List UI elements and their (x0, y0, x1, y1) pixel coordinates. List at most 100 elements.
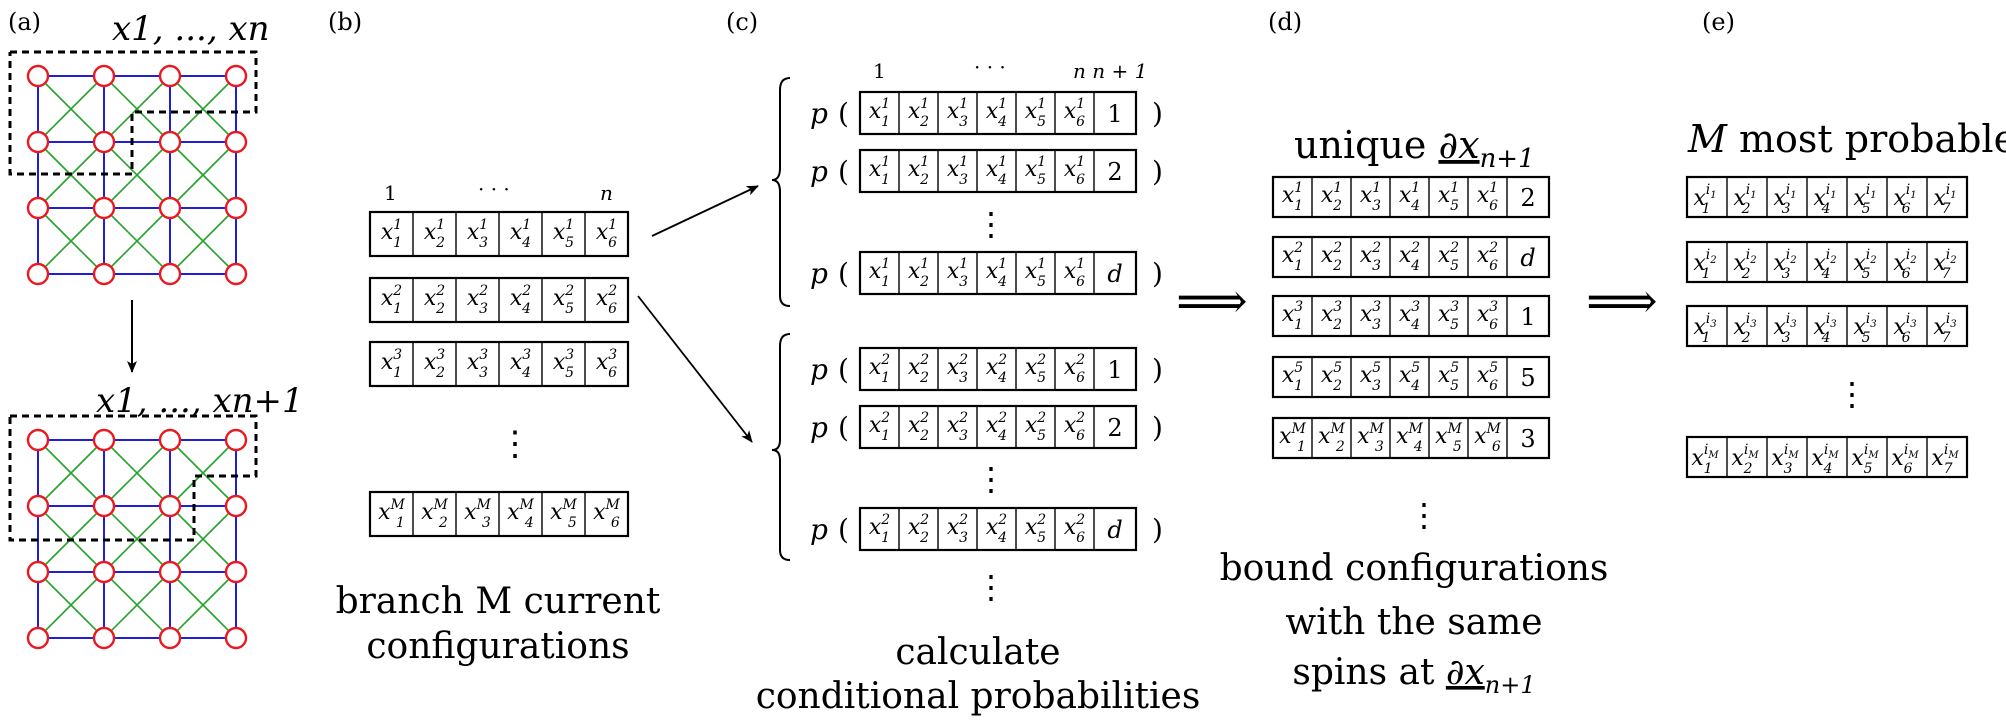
lattice-node (26, 64, 50, 88)
config-row-box (1271, 355, 1551, 399)
config-row-box (1685, 240, 1969, 284)
lattice-node (92, 64, 116, 88)
lattice-node (158, 494, 182, 518)
panel-c-vdots-1: ⋮ (975, 205, 1007, 243)
config-row-box (858, 506, 1138, 552)
prob-open-paren: ( (838, 411, 849, 444)
panel-d-title: unique ∂xn+1 (1294, 123, 1535, 174)
lattice-node (158, 428, 182, 452)
lattice-diagonal (103, 571, 171, 639)
config-extra-spin: 2 (1107, 414, 1122, 442)
prob-open-paren: ( (838, 353, 849, 386)
config-row-box (1271, 294, 1551, 338)
lattice-node (158, 64, 182, 88)
panel-d-caption-3: spins at ∂xn+1 (1292, 652, 1535, 699)
lattice-boundary (8, 414, 258, 542)
config-row-box (1271, 175, 1551, 219)
panel-c-vdots-2: ⋮ (975, 460, 1007, 498)
panel-e-label: (e) (1702, 8, 1735, 36)
lattice-node (224, 130, 248, 154)
prob-symbol: p (810, 411, 828, 444)
config-row-box (1685, 435, 1969, 479)
panel-c-label: (c) (726, 8, 758, 36)
lattice-node (224, 428, 248, 452)
config-row-box (1271, 235, 1551, 279)
lattice-diagonal (169, 439, 237, 507)
lattice-node (224, 626, 248, 650)
lattice-node (26, 196, 50, 220)
lattice-diagonal (169, 505, 237, 573)
panel-a: (a) x1, ..., xn x1, ..., xn+1 (8, 8, 304, 650)
lattice-node (224, 262, 248, 286)
prob-symbol: p (810, 97, 828, 130)
config-extra-spin: 5 (1520, 364, 1535, 392)
lattice-node (26, 494, 50, 518)
panel-c-caption-2: conditional probabilities (756, 676, 1201, 717)
config-row-box (858, 148, 1138, 194)
lattice-node (92, 130, 116, 154)
lattice-top (8, 50, 258, 286)
prob-close-paren: ) (1152, 513, 1163, 546)
panel-b-vdots: ⋮ (498, 424, 532, 464)
panel-c-brace-2 (771, 333, 791, 561)
lattice-diagonal (103, 439, 171, 507)
panel-c-index-first: 1 (873, 59, 886, 83)
lattice-node (26, 428, 50, 452)
lattice-diagonal (169, 571, 237, 639)
config-row-box (1685, 175, 1969, 219)
lattice-diagonal (169, 207, 237, 275)
